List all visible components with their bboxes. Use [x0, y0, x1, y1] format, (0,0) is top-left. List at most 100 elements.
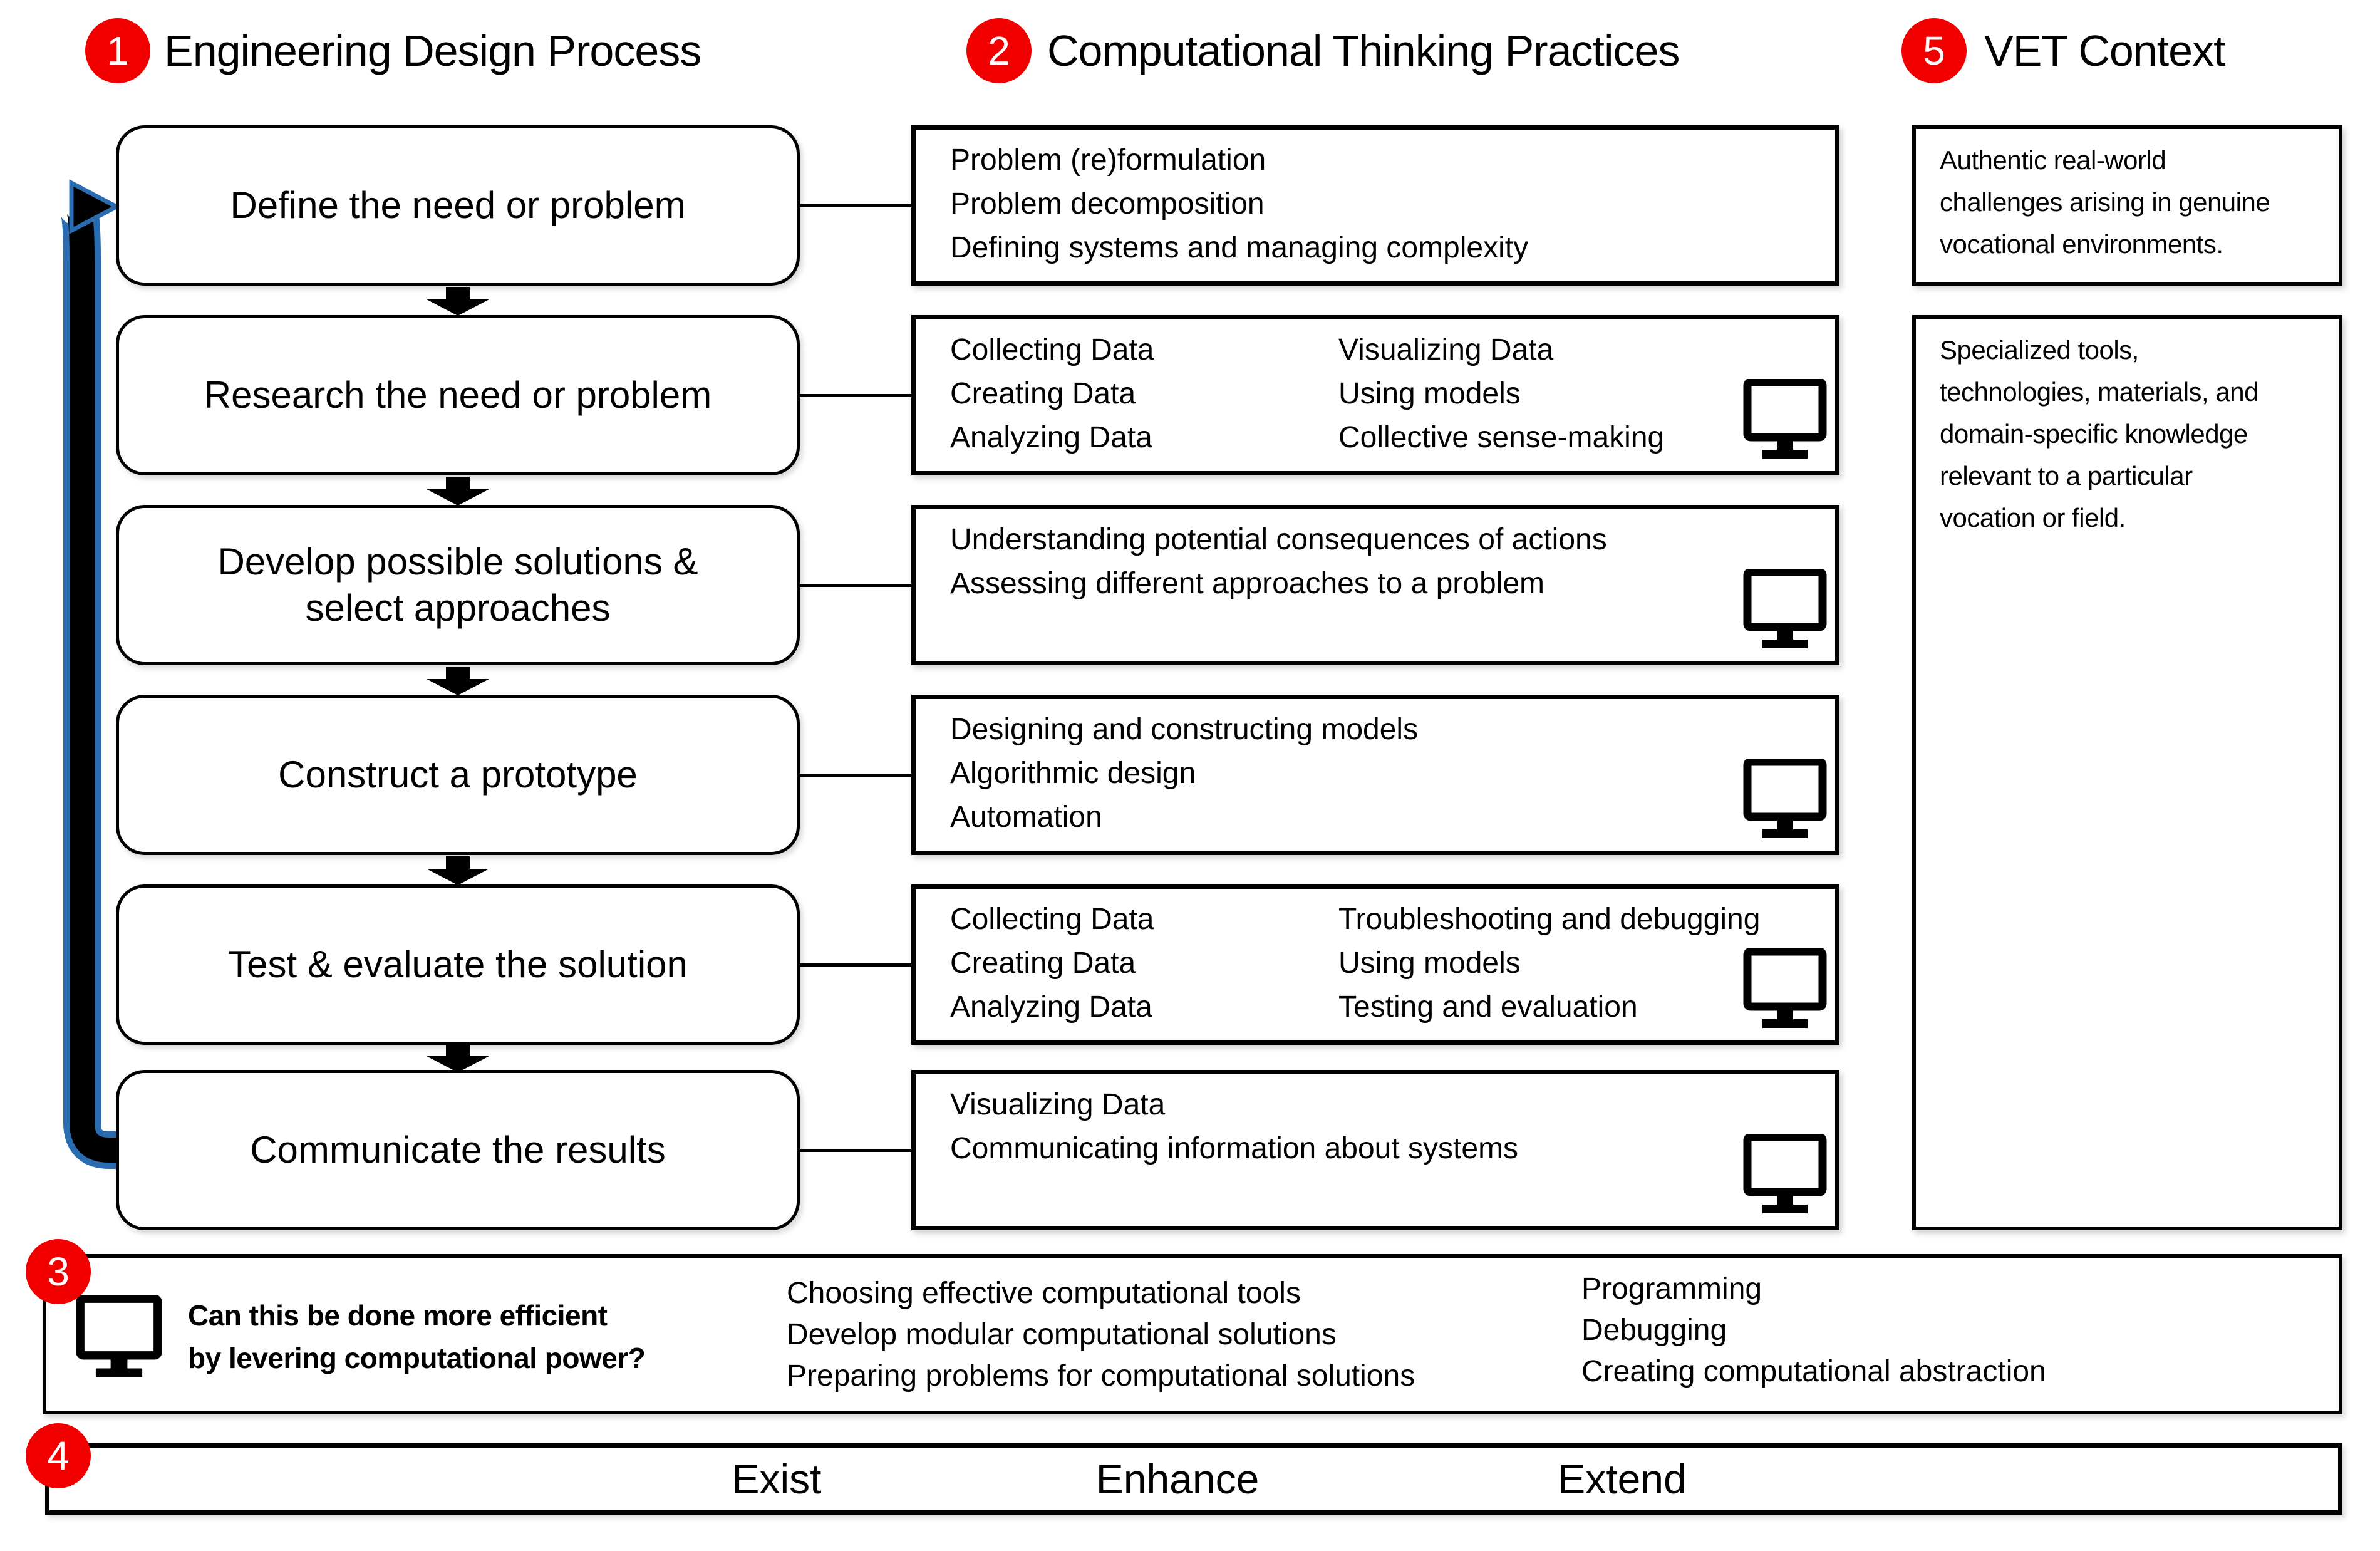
loop-back-arrow-icon — [60, 179, 125, 1169]
badge-4-number: 4 — [47, 1433, 70, 1478]
computational-tools-list: Choosing effective computational tools D… — [787, 1273, 1415, 1397]
vet-text-line: Authentic real-world — [1940, 145, 2166, 175]
connector-line-4 — [800, 774, 914, 777]
flow-arrow-down-icon — [427, 1044, 489, 1072]
computational-power-question: Can this be done more efficient by lever… — [188, 1294, 646, 1379]
computer-monitor-icon — [1743, 569, 1827, 648]
vet-text-line: vocation or field. — [1940, 503, 2126, 532]
edp-step-construct: Construct a prototype — [116, 695, 800, 855]
badge-3-number: 3 — [47, 1249, 70, 1294]
tools-list-item: Preparing problems for computational sol… — [787, 1359, 1415, 1393]
level-enhance: Enhance — [1095, 1456, 1260, 1502]
ctp-practice: Defining systems and managing complexity — [950, 231, 1529, 264]
ctp-practice: Analyzing Data — [950, 990, 1152, 1024]
ctp-practice: Communicating information about systems — [950, 1132, 1519, 1165]
computer-monitor-icon — [1743, 379, 1827, 459]
edp-step-communicate: Communicate the results — [116, 1070, 800, 1230]
ctp-box-research: Collecting Data Creating Data Analyzing … — [911, 315, 1839, 475]
ctp-box-define-lines: Problem (re)formulation Problem decompos… — [950, 138, 1528, 270]
ctp-column-title: Computational Thinking Practices — [1047, 26, 1680, 75]
vet-text-line: challenges arising in genuine — [1940, 187, 2270, 217]
badge-5-number: 5 — [1923, 28, 1945, 73]
computational-power-panel — [43, 1254, 2342, 1414]
flow-arrow-down-icon — [427, 287, 489, 316]
connector-line-1 — [800, 204, 914, 207]
computer-monitor-icon — [1743, 759, 1827, 838]
vet-text-line: Specialized tools, — [1940, 335, 2139, 365]
ctp-practice: Collective sense-making — [1338, 421, 1665, 454]
edp-column-title: Engineering Design Process — [164, 26, 701, 75]
badge-4: 4 — [26, 1423, 91, 1488]
ctp-box-develop-lines: Understanding potential consequences of … — [950, 518, 1607, 606]
question-line: Can this be done more efficient — [188, 1299, 608, 1332]
vet-box-challenges-lines: Authentic real-world challenges arising … — [1940, 139, 2270, 265]
ctp-practice: Using models — [1338, 377, 1521, 410]
connector-line-6 — [800, 1149, 914, 1152]
computer-monitor-icon — [1743, 948, 1827, 1028]
computer-monitor-icon — [76, 1295, 162, 1377]
edp-step-develop: Develop possible solutions & select appr… — [116, 505, 800, 665]
ctp-box-test-col2: Troubleshooting and debugging Using mode… — [1338, 898, 1760, 1029]
ctp-practice: Testing and evaluation — [1338, 990, 1638, 1024]
ctp-box-research-col1: Collecting Data Creating Data Analyzing … — [950, 328, 1154, 460]
ctp-practice: Creating Data — [950, 377, 1136, 410]
ctp-box-communicate-lines: Visualizing Data Communicating informati… — [950, 1083, 1518, 1171]
level-exist: Exist — [732, 1456, 822, 1502]
ctp-box-research-col2: Visualizing Data Using models Collective… — [1338, 328, 1664, 460]
edp-step-label: Communicate the results — [250, 1129, 666, 1171]
ctp-practice: Automation — [950, 801, 1102, 834]
ctp-box-test: Collecting Data Creating Data Analyzing … — [911, 884, 1839, 1045]
level-extend: Extend — [1558, 1456, 1687, 1502]
tools-list-item: Choosing effective computational tools — [787, 1277, 1301, 1310]
badge-2-number: 2 — [988, 28, 1010, 73]
vet-box-tools: Specialized tools, technologies, materia… — [1912, 315, 2342, 1230]
connector-line-2 — [800, 394, 914, 397]
edp-step-label: Construct a prototype — [278, 754, 638, 796]
ctp-practice: Understanding potential consequences of … — [950, 523, 1607, 556]
edp-step-define: Define the need or problem — [116, 125, 800, 286]
ctp-practice: Designing and constructing models — [950, 713, 1419, 746]
tools-list-item: Creating computational abstraction — [1581, 1355, 2046, 1388]
edp-step-test: Test & evaluate the solution — [116, 884, 800, 1045]
vet-box-challenges: Authentic real-world challenges arising … — [1912, 125, 2342, 286]
ctp-box-develop: Understanding potential consequences of … — [911, 505, 1839, 665]
tools-list-item: Debugging — [1581, 1314, 1727, 1347]
ctp-practice: Problem (re)formulation — [950, 143, 1266, 177]
vet-box-tools-lines: Specialized tools, technologies, materia… — [1940, 329, 2258, 539]
programming-list: Programming Debugging Creating computati… — [1581, 1268, 2046, 1393]
connector-line-3 — [800, 584, 914, 587]
ctp-practice: Collecting Data — [950, 903, 1154, 936]
ctp-practice: Using models — [1338, 947, 1521, 980]
tools-list-item: Programming — [1581, 1272, 1762, 1305]
question-line: by levering computational power? — [188, 1342, 646, 1374]
ctp-practice: Visualizing Data — [1338, 333, 1554, 366]
edp-step-label: Test & evaluate the solution — [228, 943, 688, 985]
vet-column-title: VET Context — [1984, 26, 2226, 75]
edp-step-label: Define the need or problem — [230, 184, 686, 226]
vet-text-line: vocational environments. — [1940, 229, 2223, 259]
ctp-practice: Visualizing Data — [950, 1088, 1166, 1121]
ctp-practice: Troubleshooting and debugging — [1338, 903, 1761, 936]
tools-list-item: Develop modular computational solutions — [787, 1318, 1337, 1351]
badge-3: 3 — [26, 1239, 91, 1304]
ctp-box-construct-lines: Designing and constructing models Algori… — [950, 708, 1418, 839]
edp-step-label: Develop possible solutions & select appr… — [217, 541, 698, 629]
ctp-box-communicate: Visualizing Data Communicating informati… — [911, 1070, 1839, 1230]
connector-line-5 — [800, 963, 914, 967]
edp-step-research: Research the need or problem — [116, 315, 800, 475]
badge-2: 2 — [966, 18, 1032, 83]
flow-arrow-down-icon — [427, 667, 489, 695]
badge-1-number: 1 — [106, 28, 129, 73]
ctp-practice: Assessing different approaches to a prob… — [950, 567, 1545, 600]
ctp-box-define: Problem (re)formulation Problem decompos… — [911, 125, 1839, 286]
badge-5: 5 — [1901, 18, 1967, 83]
flow-arrow-down-icon — [427, 856, 489, 885]
ctp-practice: Analyzing Data — [950, 421, 1152, 454]
ctp-practice: Algorithmic design — [950, 757, 1196, 790]
computer-monitor-icon — [1743, 1134, 1827, 1213]
ctp-box-test-col1: Collecting Data Creating Data Analyzing … — [950, 898, 1154, 1029]
flow-arrow-down-icon — [427, 477, 489, 506]
vet-text-line: domain-specific knowledge — [1940, 419, 2248, 449]
ctp-practice: Problem decomposition — [950, 187, 1265, 220]
